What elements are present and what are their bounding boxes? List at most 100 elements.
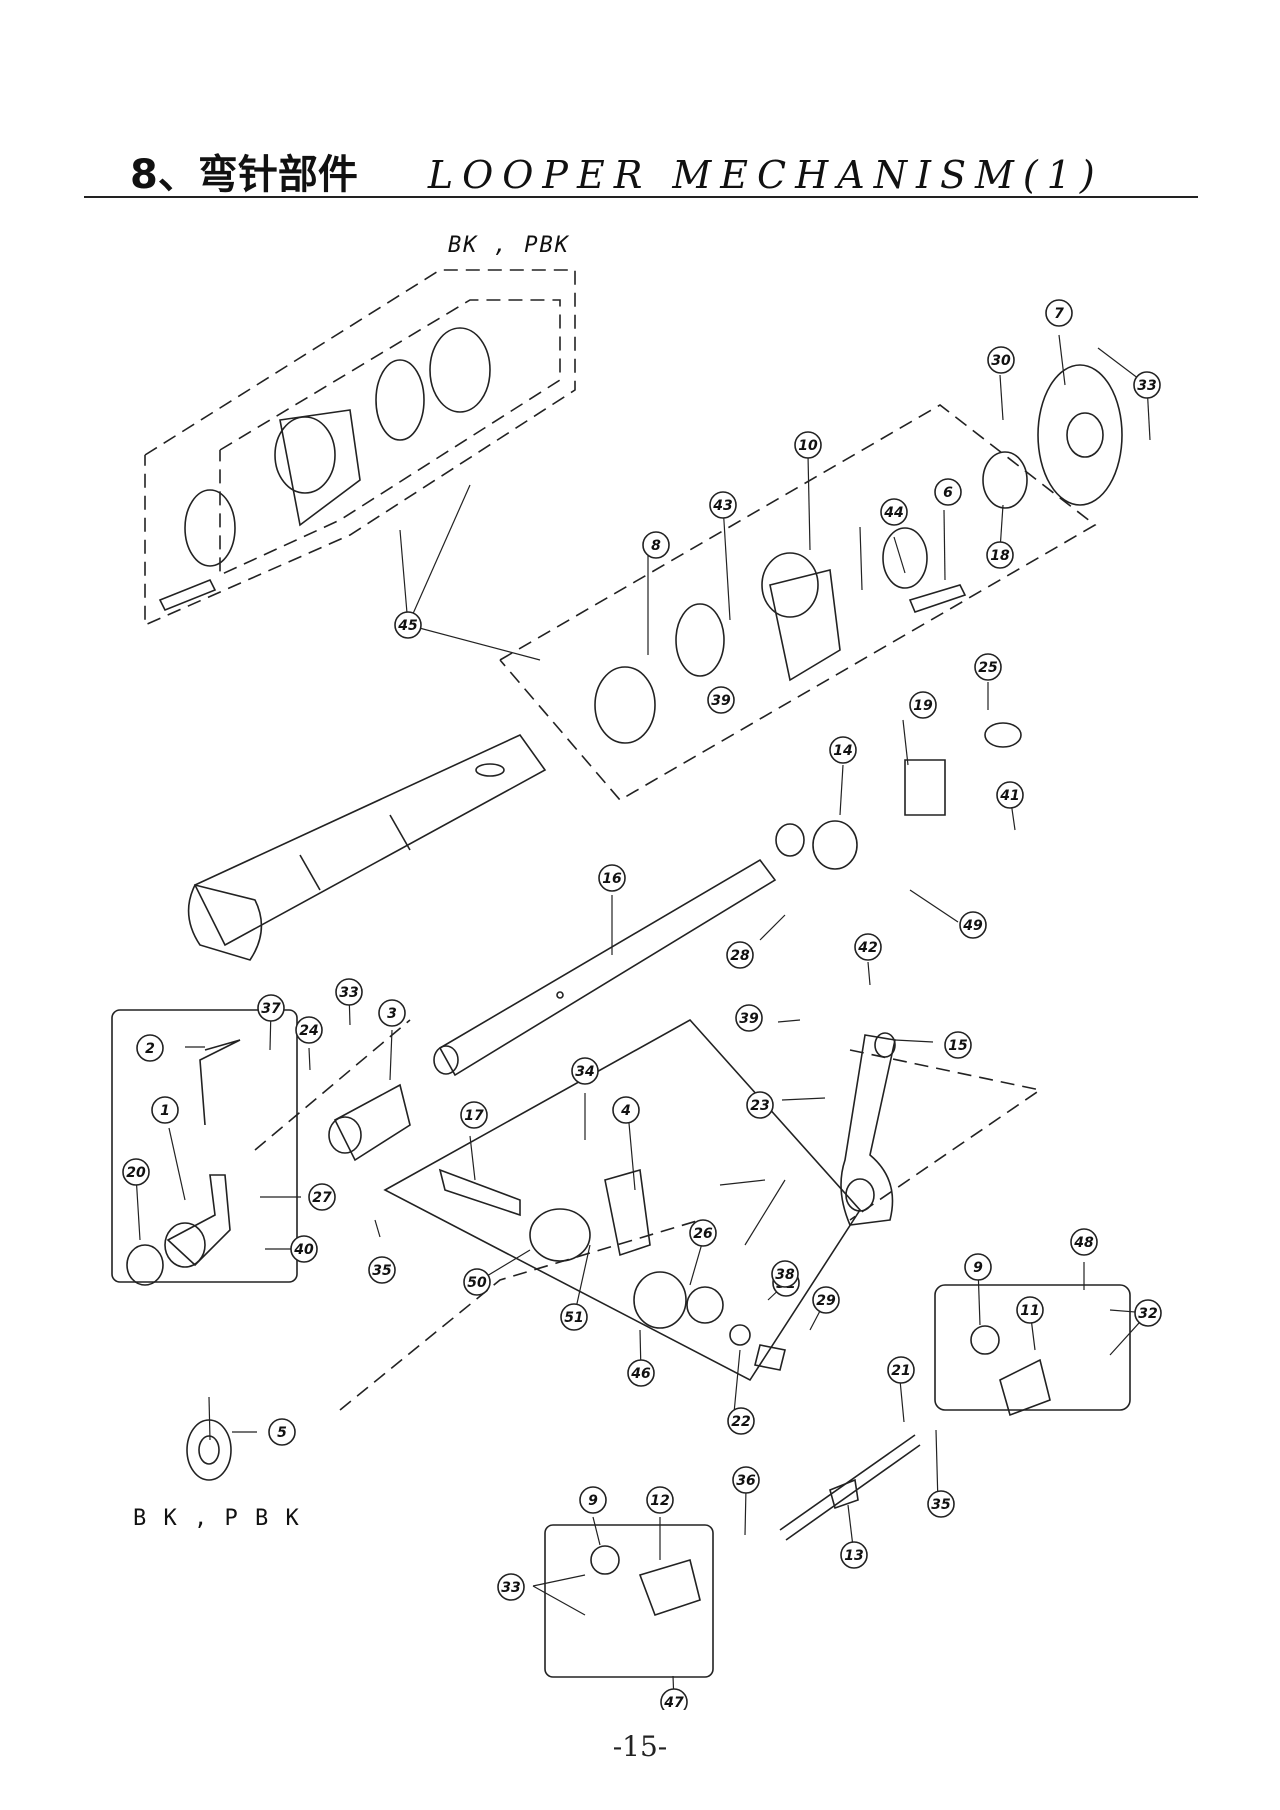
callout-circle-39: [735, 1004, 763, 1032]
callout-circle-25: [974, 653, 1002, 681]
callout-circle-51: [560, 1303, 588, 1331]
callout-circle-50: [463, 1268, 491, 1296]
callout-circle-8: [642, 531, 670, 559]
callout-number-20: 20: [126, 1165, 146, 1181]
section-title-en: LOOPER MECHANISM(1): [427, 153, 1104, 197]
callout-number-22: 22: [731, 1414, 750, 1430]
callout-circle-33: [335, 978, 363, 1006]
callout-circle-24: [295, 1016, 323, 1044]
callout-number-49: 49: [962, 918, 983, 934]
callout-circle-20: [122, 1158, 150, 1186]
callout-circle-27: [308, 1183, 336, 1211]
callout-number-33: 33: [501, 1580, 520, 1596]
callout-number-2: 2: [145, 1041, 155, 1057]
callout-number-8: 8: [651, 538, 661, 554]
group-outline-49: [544, 1524, 714, 1678]
callout-number-46: 46: [630, 1366, 651, 1382]
callout-circle-35: [927, 1490, 955, 1518]
callout-number-51: 51: [564, 1310, 583, 1326]
callout-circle-14: [829, 736, 857, 764]
callout-circle-16: [598, 864, 626, 892]
callout-number-50: 50: [467, 1275, 487, 1291]
callout-number-19: 19: [913, 698, 933, 714]
callout-circle-40: [290, 1235, 318, 1263]
looper-arm-48: [438, 1168, 786, 1371]
looper-holder-1: [126, 1039, 241, 1286]
group-outline-lower: [254, 1019, 1042, 1411]
callout-circle-47: [660, 1688, 688, 1710]
callout-circle-48: [1070, 1228, 1098, 1256]
callout-circle-9: [579, 1486, 607, 1514]
callout-number-43: 43: [712, 498, 732, 514]
callout-number-17: 17: [464, 1108, 484, 1124]
callout-number-4: 4: [620, 1103, 631, 1119]
callout-circle-37: [257, 994, 285, 1022]
callout-circle-12: [646, 1486, 674, 1514]
title-rule: [84, 196, 1198, 198]
callout-number-36: 36: [736, 1473, 756, 1489]
callout-number-5: 5: [277, 1425, 287, 1441]
section-number: 8、: [130, 152, 198, 198]
callout-circle-38: [771, 1260, 799, 1288]
variant-label-top: BK , PBK: [448, 233, 570, 258]
callout-number-10: 10: [798, 438, 818, 454]
callout-number-28: 28: [730, 948, 750, 964]
callout-number-37: 37: [261, 1001, 281, 1017]
callout-number-40: 40: [293, 1242, 314, 1258]
callout-circle-39: [707, 686, 735, 714]
callout-number-3: 3: [387, 1006, 397, 1022]
section-title-cn: 弯针部件: [197, 152, 358, 198]
callout-circle-17: [460, 1101, 488, 1129]
callout-number-41: 41: [999, 788, 1019, 804]
callout-circle-9: [964, 1253, 992, 1281]
callout-number-35: 35: [372, 1263, 392, 1279]
callout-circle-45: [394, 611, 422, 639]
callout-number-12: 12: [650, 1493, 669, 1509]
callout-number-29: 29: [816, 1293, 836, 1309]
callout-circle-5: [268, 1418, 296, 1446]
link-rod-13: [779, 1434, 921, 1541]
callout-circle-23: [746, 1091, 774, 1119]
callout-circle-4: [612, 1096, 640, 1124]
callout-number-39: 39: [739, 1011, 759, 1027]
callout-number-21: 21: [891, 1363, 910, 1379]
callout-circle-6: [934, 478, 962, 506]
callout-number-18: 18: [990, 548, 1010, 564]
callout-number-32: 32: [1138, 1306, 1157, 1322]
callout-circle-11: [1016, 1296, 1044, 1324]
page-number: -15-: [612, 1730, 668, 1763]
callout-number-27: 27: [312, 1190, 332, 1206]
cam-7: [1037, 364, 1123, 506]
callout-circle-32: [1134, 1299, 1162, 1327]
callout-number-42: 42: [857, 940, 877, 956]
callout-circle-19: [909, 691, 937, 719]
variant-label-bottom: B K , P B K: [133, 1506, 301, 1531]
callout-circle-49: [959, 911, 987, 939]
group-outline-50: [934, 1284, 1131, 1411]
callout-number-13: 13: [844, 1548, 863, 1564]
callout-circle-22: [727, 1407, 755, 1435]
callout-circle-13: [840, 1541, 868, 1569]
main-shaft: [187, 733, 547, 961]
callout-circle-41: [996, 781, 1024, 809]
callout-number-33: 33: [339, 985, 358, 1001]
callout-circle-10: [794, 431, 822, 459]
callout-number-38: 38: [775, 1267, 795, 1283]
callout-circle-35: [368, 1256, 396, 1284]
crank-14-20: [775, 722, 1022, 870]
callout-circle-28: [726, 941, 754, 969]
callout-circle-26: [689, 1219, 717, 1247]
callout-circle-42: [854, 933, 882, 961]
callout-circle-36: [732, 1466, 760, 1494]
callout-circle-1: [151, 1096, 179, 1124]
callout-circle-2: [136, 1034, 164, 1062]
callout-number-6: 6: [943, 485, 953, 501]
section-title: 8、弯针部件 LOOPER MECHANISM(1): [130, 142, 1104, 200]
callout-circle-43: [709, 491, 737, 519]
callout-number-47: 47: [663, 1695, 684, 1710]
callout-number-14: 14: [833, 743, 852, 759]
callout-circle-33: [1133, 371, 1161, 399]
crank-3: [328, 1083, 411, 1162]
callout-number-9: 9: [588, 1493, 598, 1509]
